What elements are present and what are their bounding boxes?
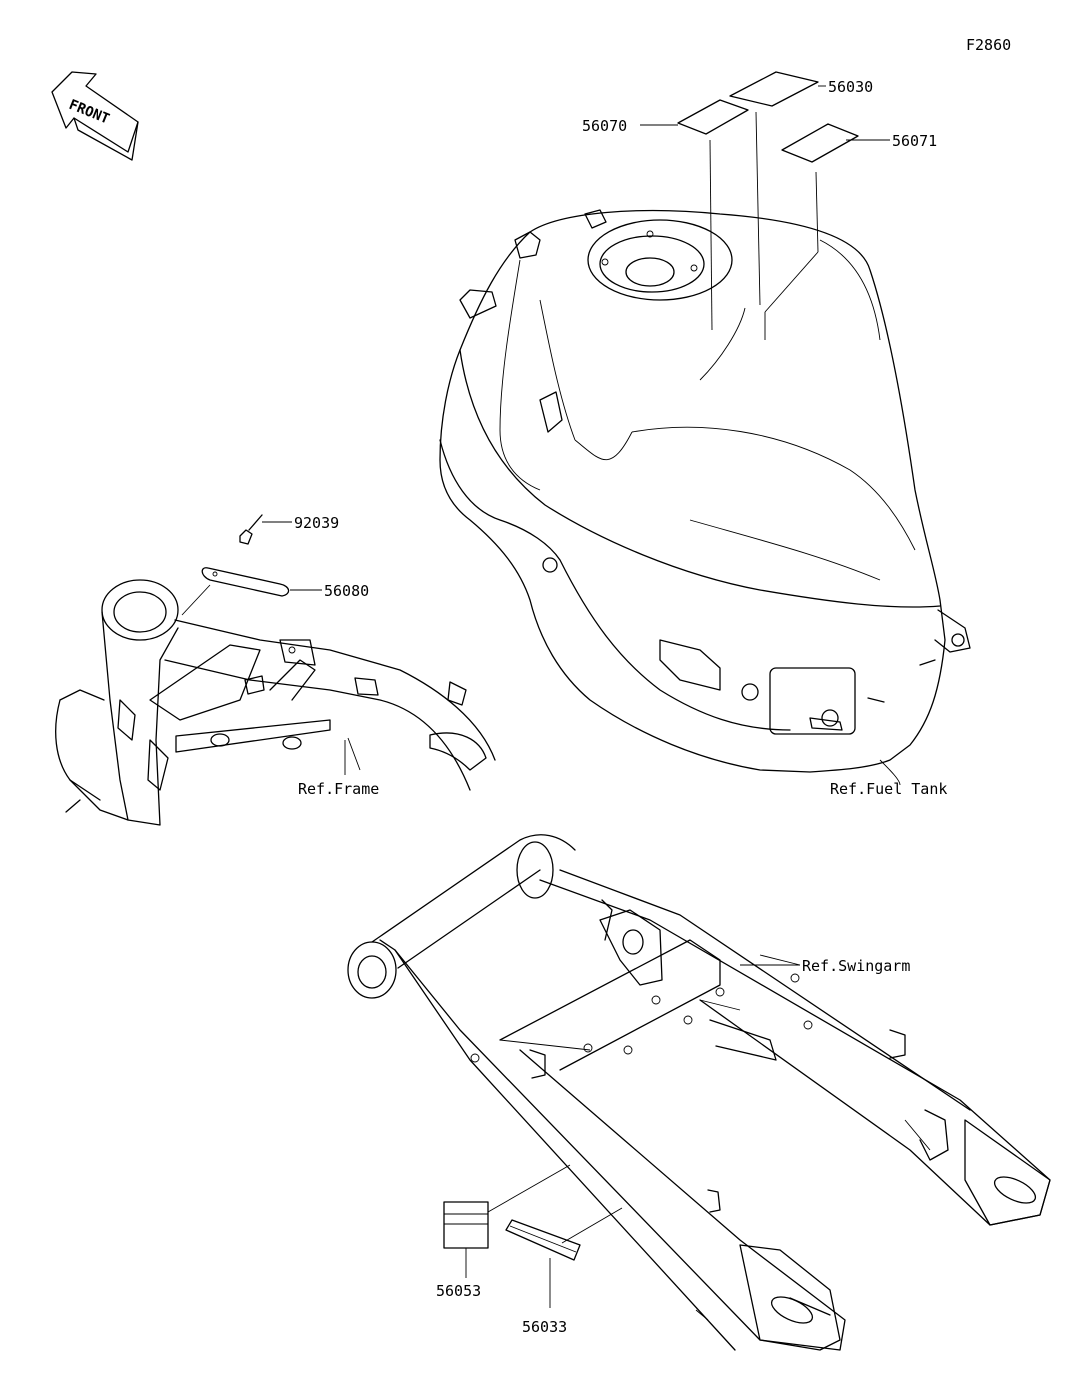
front-arrow-icon: FRONT <box>51 71 139 161</box>
label-56030-part[interactable] <box>729 71 826 306</box>
label-56070-part[interactable] <box>640 99 749 331</box>
label-56053-part[interactable] <box>443 1164 571 1278</box>
part-number-56080[interactable]: 56080 <box>324 582 369 600</box>
plate-56080-part[interactable] <box>181 567 322 616</box>
fuel-tank-drawing <box>439 209 971 773</box>
ref-fuel-tank-leader <box>879 759 901 786</box>
part-number-56070[interactable]: 56070 <box>582 117 627 135</box>
label-56071-part[interactable] <box>764 123 890 340</box>
frame-drawing <box>55 579 496 826</box>
ref-swingarm-label[interactable]: Ref.Swingarm <box>802 957 910 975</box>
figure-code: F2860 <box>966 36 1011 54</box>
rivet-92039-part[interactable] <box>239 514 292 545</box>
part-number-56053[interactable]: 56053 <box>436 1282 481 1300</box>
label-56033-part[interactable] <box>505 1207 623 1308</box>
swingarm-drawing <box>347 834 1051 1351</box>
part-number-56033[interactable]: 56033 <box>522 1318 567 1336</box>
front-label: FRONT <box>67 97 112 128</box>
ref-frame-label[interactable]: Ref.Frame <box>298 780 379 798</box>
part-number-92039[interactable]: 92039 <box>294 514 339 532</box>
ref-fuel-tank-label[interactable]: Ref.Fuel Tank <box>830 780 947 798</box>
part-number-56030[interactable]: 56030 <box>828 78 873 96</box>
part-number-56071[interactable]: 56071 <box>892 132 937 150</box>
